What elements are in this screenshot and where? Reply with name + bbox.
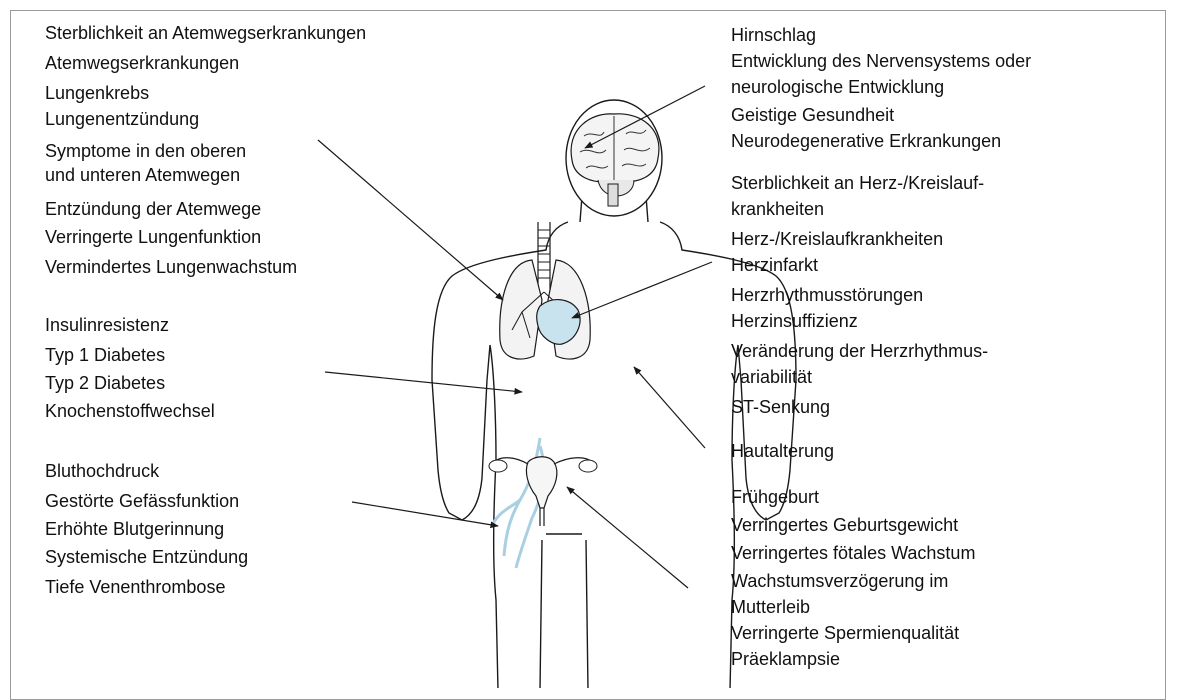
arrow-skin [634,367,705,448]
label-mental-health: Geistige Gesundheit [731,104,894,126]
brain-shape [571,114,659,182]
label-cardio-mortality-line2: krankheiten [731,198,824,220]
label-blood-coagulation: Erhöhte Blutgerinnung [45,518,224,540]
heart [537,300,580,345]
ovary-left [489,460,507,472]
label-vascular-dysfunction: Gestörte Gefässfunktion [45,490,239,512]
label-preeclampsia: Präeklampsie [731,648,840,670]
label-hrv-change-line1: Veränderung der Herzrhythmus- [731,340,988,362]
arrow-vascular [352,502,498,526]
label-respiratory-mortality: Sterblichkeit an Atemwegserkrankungen [45,22,366,44]
label-hrv-change-line2: variabilität [731,366,812,388]
label-deep-vein-thrombosis: Tiefe Venenthrombose [45,576,225,598]
label-airway-symptoms-line1: Symptome in den oberen [45,140,246,162]
uterus [526,457,556,508]
label-reduced-fetal-growth: Verringertes fötales Wachstum [731,542,975,564]
trachea-rings [538,230,550,278]
label-neuro-development-line2: neurologische Entwicklung [731,76,944,98]
label-airway-symptoms-line2: und unteren Atemwegen [45,164,240,186]
label-iugr-line2: Mutterleib [731,596,810,618]
arrow-metabolic [325,372,522,392]
label-reduced-lung-growth: Vermindertes Lungenwachstum [45,256,297,278]
brainstem [608,184,618,206]
arrow-heart [572,262,712,318]
label-lung-cancer: Lungenkrebs [45,82,149,104]
label-type2-diabetes: Typ 2 Diabetes [45,372,165,394]
label-pneumonia: Lungenentzündung [45,108,199,130]
label-arrhythmia: Herzrhythmusstörungen [731,284,923,306]
label-type1-diabetes: Typ 1 Diabetes [45,344,165,366]
label-iugr-line1: Wachstumsverzögerung im [731,570,948,592]
label-cardio-diseases: Herz-/Kreislaufkrankheiten [731,228,943,250]
ovary-right [579,460,597,472]
label-neurodegenerative: Neurodegenerative Erkrankungen [731,130,1001,152]
label-sperm-quality: Verringerte Spermienqualität [731,622,959,644]
label-skin-aging: Hautalterung [731,440,834,462]
label-bone-metabolism: Knochenstoffwechsel [45,400,215,422]
label-respiratory-diseases: Atemwegserkrankungen [45,52,239,74]
cervix [540,508,544,526]
label-neuro-development-line1: Entwicklung des Nervensystems oder [731,50,1031,72]
label-stroke: Hirnschlag [731,24,816,46]
label-hypertension: Bluthochdruck [45,460,159,482]
lung-left [500,260,542,359]
label-systemic-inflammation: Systemische Entzündung [45,546,248,568]
label-low-birth-weight: Verringertes Geburtsgewicht [731,514,958,536]
label-heart-attack: Herzinfarkt [731,254,818,276]
label-insulin-resistance: Insulinresistenz [45,314,169,336]
label-reduced-lung-function: Verringerte Lungenfunktion [45,226,261,248]
label-cardio-mortality-line1: Sterblichkeit an Herz-/Kreislauf- [731,172,984,194]
arrow-respiratory [318,140,503,300]
label-preterm-birth: Frühgeburt [731,486,819,508]
arrow-reproductive [567,487,688,588]
label-heart-failure: Herzinsuffizienz [731,310,858,332]
legs-outline [540,534,588,688]
trachea [538,222,550,292]
label-airway-inflammation: Entzündung der Atemwege [45,198,261,220]
label-st-depression: ST-Senkung [731,396,830,418]
